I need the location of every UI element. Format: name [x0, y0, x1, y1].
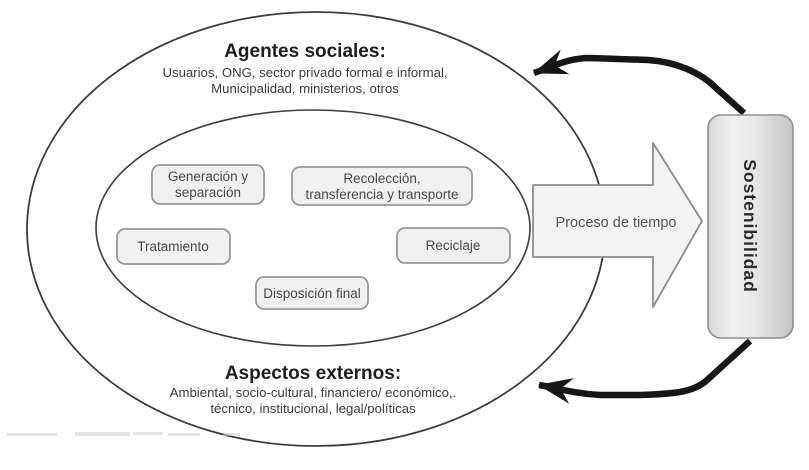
- sustainability-node: Sostenibilidad: [707, 114, 794, 339]
- time-arrow-label: Proceso de tiempo: [556, 215, 677, 231]
- aspectos-externos-line1: Ambiental, socio-cultural, financiero/ e…: [170, 385, 457, 400]
- feedback-arrow-bottom: [538, 338, 753, 404]
- feedback-arrow-top: [532, 49, 747, 116]
- aspectos-externos-line2: técnico, institucional, legal/políticas: [210, 401, 416, 416]
- time-process-arrow: Proceso de tiempo: [532, 142, 703, 308]
- stage-disposicion-box: [255, 276, 369, 310]
- sustainability-label: Sostenibilidad: [740, 159, 760, 293]
- stage-generacion-separacion: Generación y separación: [151, 164, 265, 205]
- stage-reciclaje: Reciclaje: [396, 227, 511, 264]
- stage-tratamiento-box: [116, 228, 231, 265]
- scan-crop-artifacts: [7, 432, 240, 436]
- agentes-sociales-line2: Municipalidad, ministerios, otros: [211, 81, 399, 96]
- stage-tratamiento: Tratamiento: [116, 228, 231, 265]
- stage-generacion-box: [151, 164, 265, 205]
- sustainability-box: [707, 114, 794, 339]
- stage-generacion-line2: separación: [175, 185, 241, 200]
- stage-recoleccion-transporte: Recolección, transferencia y transporte: [291, 166, 473, 206]
- stage-recoleccion-box: [291, 166, 473, 206]
- stage-generacion-line1: Generación y: [168, 169, 249, 184]
- agentes-sociales-title: Agentes sociales:: [224, 41, 386, 62]
- aspectos-externos-title: Aspectos externos:: [225, 363, 401, 384]
- stage-recoleccion-line2: transferencia y transporte: [305, 187, 458, 202]
- stage-reciclaje-label: Reciclaje: [426, 238, 481, 253]
- stage-recoleccion-line1: Recolección,: [343, 171, 420, 186]
- stage-reciclaje-box: [396, 227, 511, 264]
- time-arrow-shape: [532, 142, 703, 308]
- agentes-sociales-line1: Usuarios, ONG, sector privado formal e i…: [162, 65, 447, 80]
- stage-tratamiento-label: Tratamiento: [137, 239, 209, 254]
- stage-disposicion-label: Disposición final: [263, 286, 361, 301]
- stage-disposicion-final: Disposición final: [255, 276, 369, 310]
- inner-ellipse: [95, 109, 531, 347]
